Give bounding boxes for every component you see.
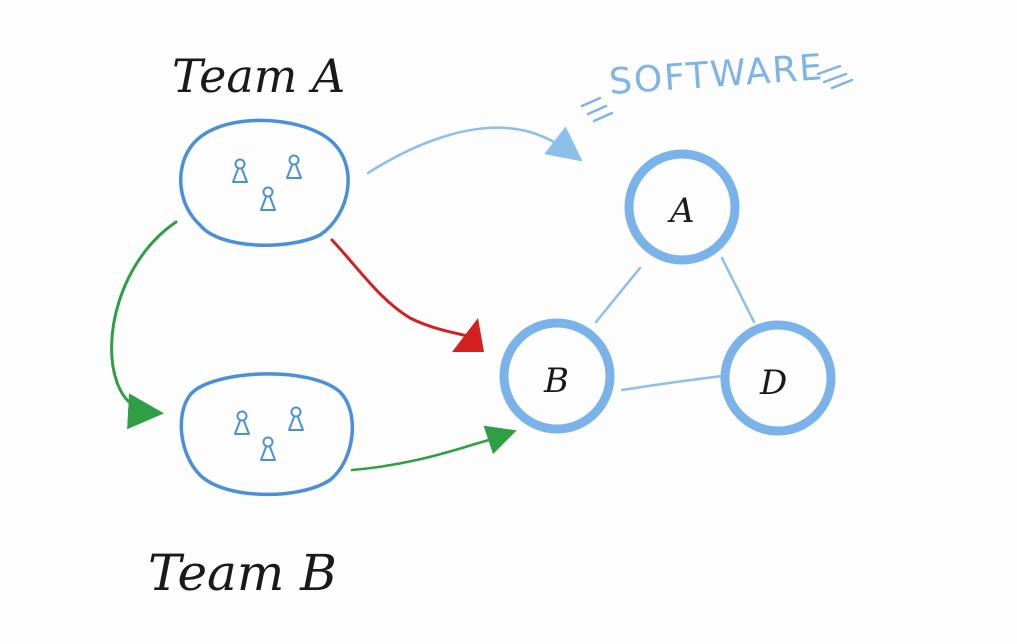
software-label: SOFTWARE [608,47,826,103]
node-b-circle [499,318,615,434]
software-label-group: SOFTWARE [580,47,854,123]
team-b-members-icon [234,406,304,461]
software-edges [594,256,756,392]
node-d-label: D [759,363,787,403]
arrow-team-b-to-node-b [350,425,517,472]
team-b-group [179,372,354,497]
node-d-circle [720,320,836,436]
node-b-label: B [543,361,569,401]
team-b-label: Team B [148,544,337,602]
node-a-circle [624,149,740,265]
arrow-team-a-to-team-b [110,220,178,430]
team-a-group [178,118,350,247]
team-b-outline [179,372,354,497]
arrow-team-a-to-node-b [330,238,470,338]
software-node-d: D [720,320,836,436]
software-tick-left [580,96,614,123]
edge-a-b [594,266,642,324]
arrow-team-a-to-software [366,126,583,175]
team-a-label: Team A [172,49,345,103]
arrowhead-red [452,318,484,352]
node-a-label: A [667,191,695,231]
software-node-a: A [624,149,740,265]
software-tick-right [816,64,854,90]
team-a-outline [178,118,350,247]
team-a-members-icon [232,154,302,211]
edge-b-d [620,374,724,392]
software-node-b: B [499,318,615,434]
edge-a-d [720,256,756,324]
